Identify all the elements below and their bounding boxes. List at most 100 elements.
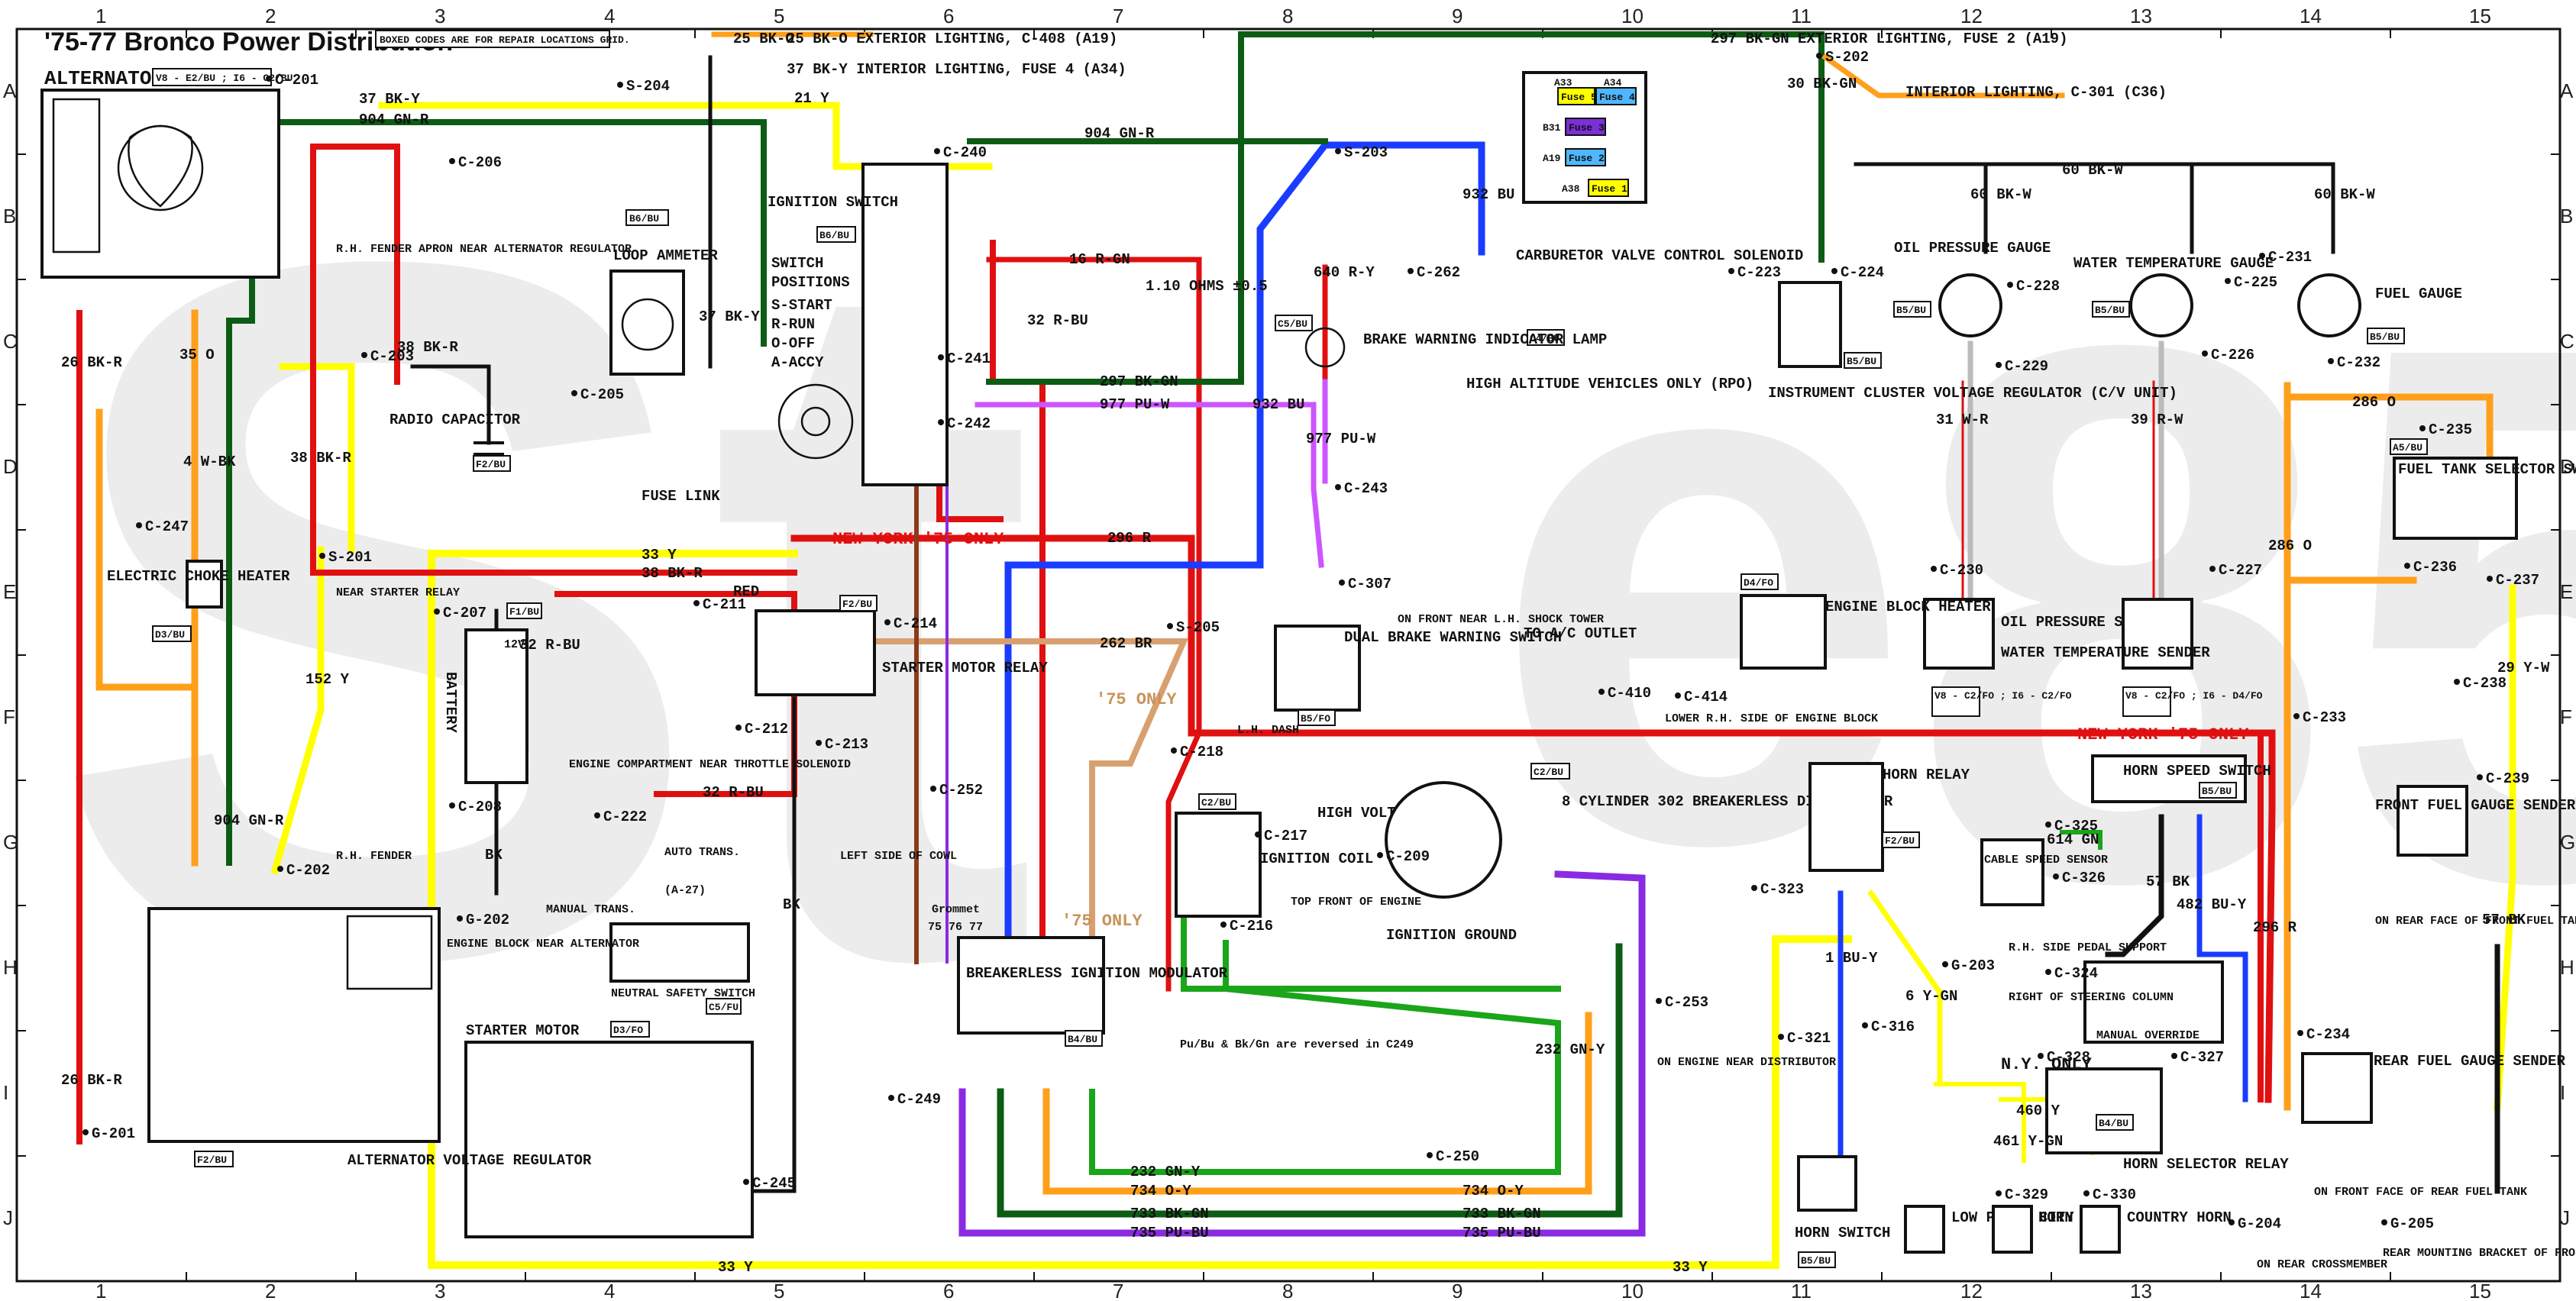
svg-text:614 GN: 614 GN xyxy=(2047,831,2099,848)
connector-label: C-212 xyxy=(745,721,788,738)
svg-text:60 BK-W: 60 BK-W xyxy=(1970,186,2031,203)
svg-text:904 GN-R: 904 GN-R xyxy=(214,812,284,829)
connector-label: C-233 xyxy=(2303,709,2346,726)
svg-text:Grommet: Grommet xyxy=(932,903,980,916)
connector-label: C-250 xyxy=(1436,1148,1479,1165)
svg-text:B5/BU: B5/BU xyxy=(1896,305,1926,316)
connector-dot xyxy=(1335,484,1341,490)
svg-text:HORN SPEED SWITCH: HORN SPEED SWITCH xyxy=(2123,763,2271,780)
wire-57bk xyxy=(2105,814,2164,957)
fuse-legend: A33 A34 B31 A19 A38 Fuse 5 Fuse 4 Fuse 3… xyxy=(1522,71,1647,204)
svg-text:R-RUN: R-RUN xyxy=(771,316,815,333)
grid-col-label: 11 xyxy=(1791,1280,1812,1301)
connector-label: C-238 xyxy=(2463,675,2507,692)
connector-label: C-202 xyxy=(286,862,330,879)
grid-col-label: 2 xyxy=(265,5,276,27)
horn-switch: HORN SWITCH B5/BU xyxy=(1795,1155,1890,1268)
grid-col-label: 2 xyxy=(265,1280,276,1301)
svg-text:232 GN-Y: 232 GN-Y xyxy=(1130,1164,1201,1180)
connector-label: C-241 xyxy=(947,350,991,367)
svg-text:286 O: 286 O xyxy=(2352,394,2396,411)
svg-text:WATER TEMPERATURE SENDER: WATER TEMPERATURE SENDER xyxy=(2001,644,2210,661)
svg-text:734 O-Y: 734 O-Y xyxy=(1463,1183,1524,1199)
grid-row-label: G xyxy=(2560,831,2575,854)
connector-label: C-324 xyxy=(2054,965,2098,982)
connector-dot xyxy=(938,354,944,360)
svg-text:932 BU: 932 BU xyxy=(1463,186,1514,203)
splice-label: S-203 xyxy=(1344,144,1388,161)
connector-dot xyxy=(2202,350,2208,357)
svg-text:IGNITION COIL: IGNITION COIL xyxy=(1260,851,1373,867)
connector-label: C-328 xyxy=(2047,1049,2090,1066)
svg-text:297 BK-GN: 297 BK-GN xyxy=(1100,373,1178,390)
svg-text:ALTERNATOR: ALTERNATOR xyxy=(44,67,163,90)
connector-label: C-217 xyxy=(1264,828,1307,844)
svg-text:32 R-BU: 32 R-BU xyxy=(1027,312,1088,329)
svg-text:LOOP AMMETER: LOOP AMMETER xyxy=(613,247,718,264)
svg-text:HORN SELECTOR RELAY: HORN SELECTOR RELAY xyxy=(2123,1156,2289,1173)
wire-38bkr xyxy=(310,144,797,576)
grid-row-label: D xyxy=(3,455,18,478)
horn-relay: HORN RELAY F2/BU xyxy=(1808,762,1970,872)
connector-dot xyxy=(2419,425,2426,431)
connector-labels: C-201C-202C-203C-205C-206C-207C-208C-209… xyxy=(82,49,2539,1232)
alternator: ALTERNATOR V8 - E2/BU ; I6 - C2/BU xyxy=(40,67,293,279)
ignition-coil: IGNITION COIL HIGH VOLTAGE C2/BU xyxy=(1175,793,1422,918)
wire-152y xyxy=(270,546,325,875)
connector-dot xyxy=(2328,358,2334,364)
connector-dot xyxy=(1656,998,1662,1004)
svg-text:INTERIOR LIGHTING, C-301 (C36): INTERIOR LIGHTING, C-301 (C36) xyxy=(1905,84,2167,101)
connector-dot xyxy=(571,390,577,396)
connector-label: C-243 xyxy=(1344,480,1388,497)
connector-label: C-209 xyxy=(1386,848,1430,865)
svg-text:37 BK-Y INTERIOR LIGHTING, FU: 37 BK-Y INTERIOR LIGHTING, FUSE 4 (A34) xyxy=(787,61,1126,78)
svg-text:25 BK-O: 25 BK-O xyxy=(733,31,794,47)
svg-text:BK: BK xyxy=(783,896,800,913)
wire-232gny xyxy=(1089,940,1561,1175)
svg-text:33 Y: 33 Y xyxy=(1673,1259,1708,1276)
svg-text:12V: 12V xyxy=(504,638,525,651)
connector-dot xyxy=(1831,268,1837,274)
ground-label: G-205 xyxy=(2390,1215,2434,1232)
svg-text:WATER TEMPERATURE GAUGE: WATER TEMPERATURE GAUGE xyxy=(2073,255,2274,272)
connector-label: C-326 xyxy=(2062,870,2106,886)
svg-text:R.H. SIDE PEDAL SUPPORT: R.H. SIDE PEDAL SUPPORT xyxy=(2009,941,2167,954)
svg-text:38 BK-R: 38 BK-R xyxy=(642,565,703,582)
horn-selector-relay: HORN SELECTOR RELAY B4/BU xyxy=(2045,1067,2289,1173)
neutral-safety-switch: NEUTRAL SAFETY SWITCH MANUAL TRANS. AUTO… xyxy=(546,846,755,1015)
connector-label: C-327 xyxy=(2180,1049,2224,1066)
wire-orange-left xyxy=(95,408,199,691)
connector-label: C-323 xyxy=(1760,881,1804,898)
svg-text:32 R-BU: 32 R-BU xyxy=(519,637,580,654)
grid-col-label: 11 xyxy=(1791,5,1812,27)
connector-label: C-232 xyxy=(2337,354,2380,371)
svg-text:A19: A19 xyxy=(1543,153,1561,164)
svg-text:L.H. DASH: L.H. DASH xyxy=(1237,724,1299,737)
components-layer: ALTERNATOR V8 - E2/BU ; I6 - C2/BU LOOP … xyxy=(40,67,2576,1268)
connector-dot xyxy=(2477,774,2483,780)
svg-text:33 Y: 33 Y xyxy=(642,547,677,563)
svg-text:TOP FRONT OF ENGINE: TOP FRONT OF ENGINE xyxy=(1291,896,1421,909)
connector-dot xyxy=(594,812,600,818)
connector-dot xyxy=(1942,961,1948,967)
grid-col-label: 15 xyxy=(2469,5,2491,27)
svg-text:COUNTRY HORN: COUNTRY HORN xyxy=(2127,1209,2232,1226)
grid-row-label: F xyxy=(2560,705,2572,728)
wire-262br xyxy=(761,638,1189,965)
grid-row-label: F xyxy=(3,705,15,728)
splice-label: S-201 xyxy=(328,549,372,566)
grid-col-label: 12 xyxy=(1960,1280,1983,1301)
svg-text:F2/BU: F2/BU xyxy=(842,599,872,610)
grid-col-label: 10 xyxy=(1621,1280,1644,1301)
svg-text:ENGINE COMPARTMENT NEAR THROTT: ENGINE COMPARTMENT NEAR THROTTLE SOLENOI… xyxy=(569,758,851,771)
connector-label: C-321 xyxy=(1787,1030,1831,1047)
connector-dot xyxy=(136,522,142,528)
svg-text:C5/FU: C5/FU xyxy=(709,1002,739,1013)
engine-block-heater: ENGINE BLOCK HEATER TO A/C OUTLET D4/FO xyxy=(1524,573,1991,670)
connector-dot xyxy=(1751,885,1757,891)
connector-label: C-316 xyxy=(1871,1019,1915,1035)
svg-text:977 PU-W: 977 PU-W xyxy=(1306,431,1376,447)
grid-row-label: C xyxy=(3,330,18,353)
svg-text:286 O: 286 O xyxy=(2268,538,2312,554)
svg-text:57 BK: 57 BK xyxy=(2482,912,2526,928)
